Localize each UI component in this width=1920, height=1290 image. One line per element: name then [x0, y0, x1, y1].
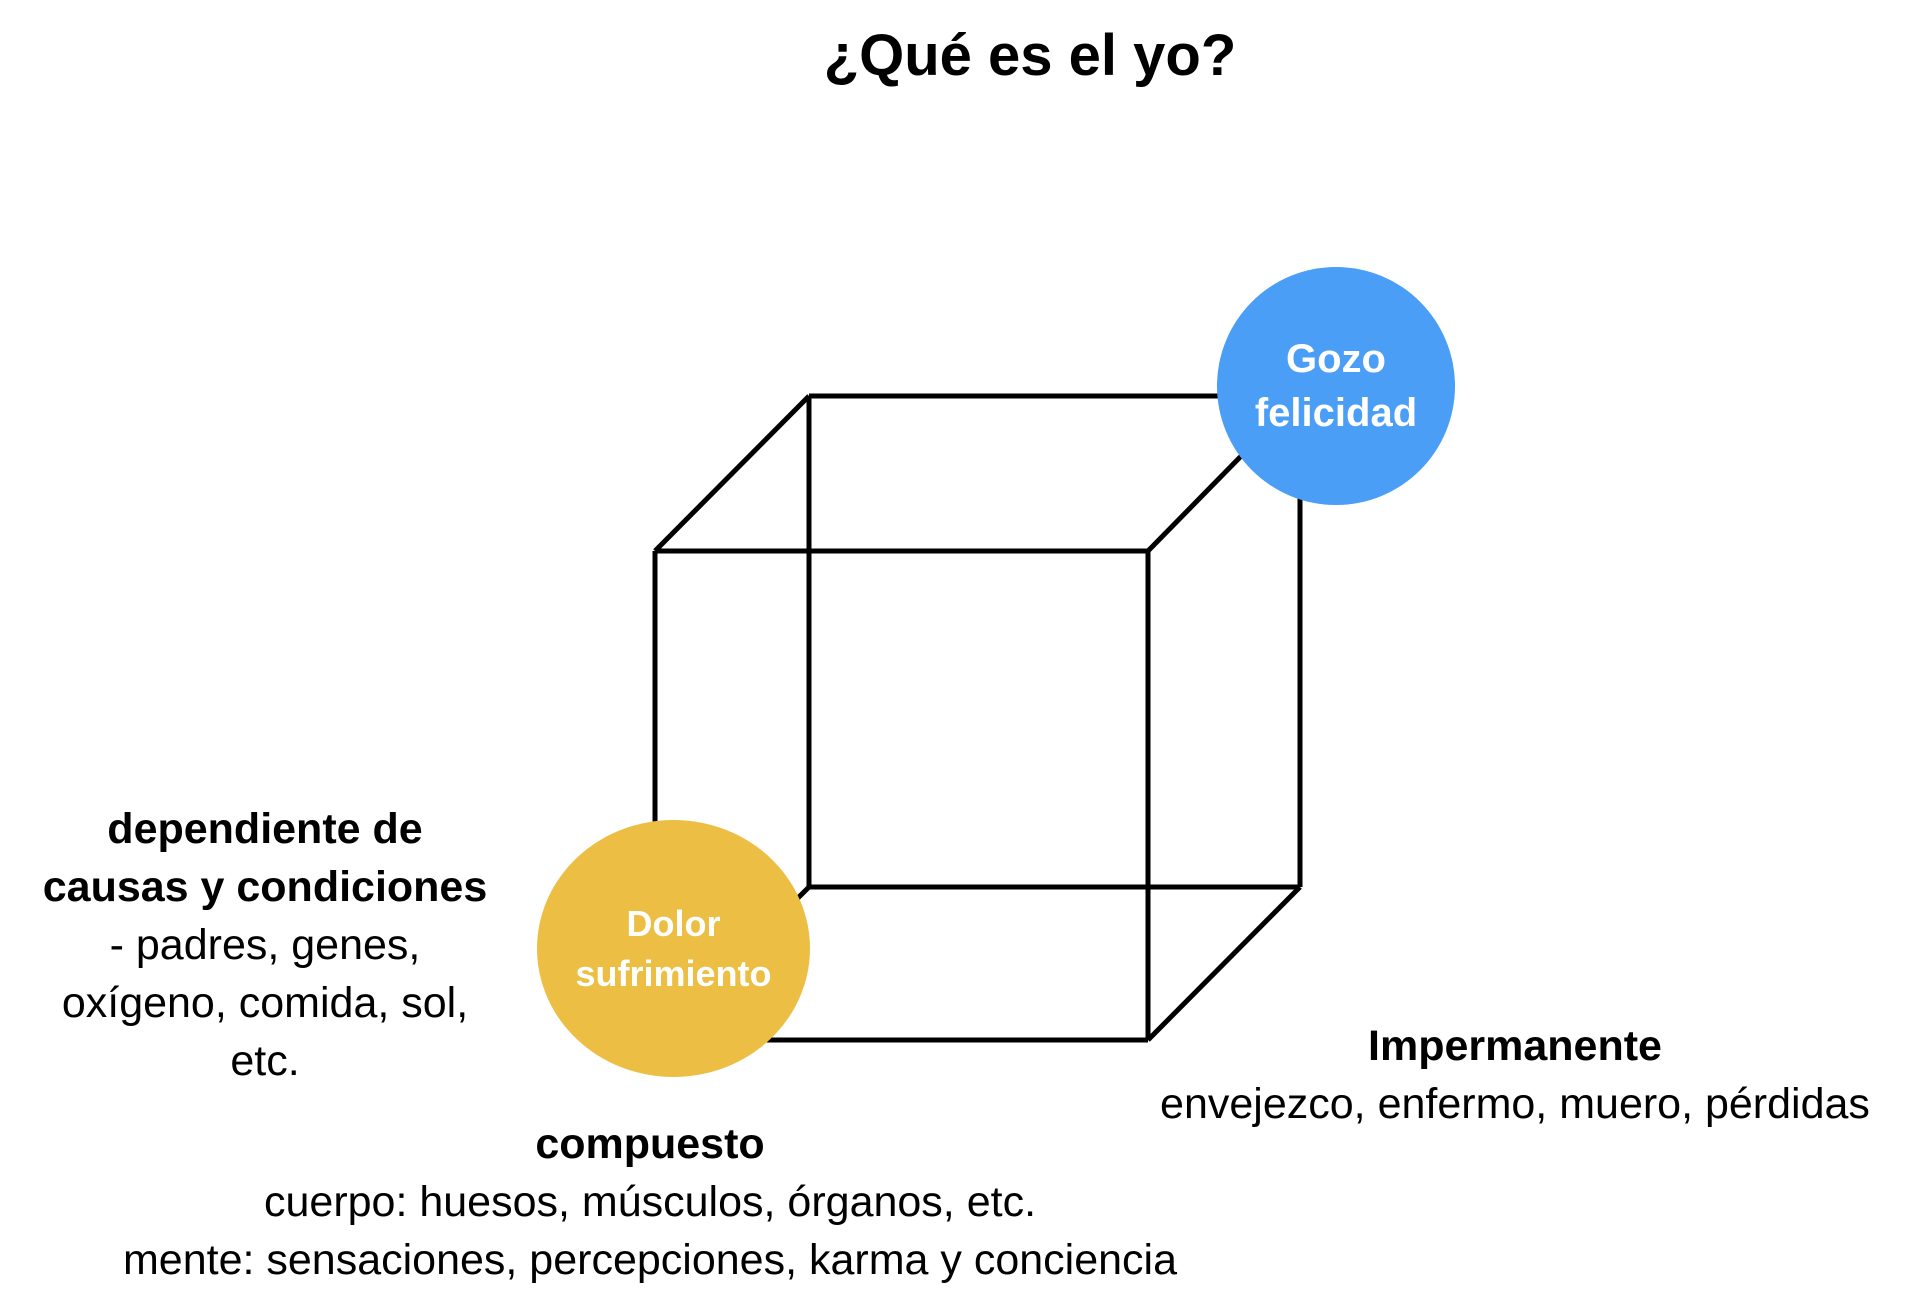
impermanent-detail-line1: envejezco, enfermo, muero, pérdidas [1160, 1080, 1870, 1128]
composite-detail-line2: mente: sensaciones, percepciones, karma … [122, 1236, 1178, 1284]
pain-circle-line2: sufrimiento [575, 952, 772, 994]
dependent-heading-line2: causas y condiciones [42, 863, 488, 911]
pain-circle: Dolor sufrimiento [537, 820, 810, 1077]
page-title: ¿Qué es el yo? [823, 23, 1237, 88]
impermanent-label: Impermanente envejezco, enfermo, muero, … [1110, 1017, 1920, 1133]
composite-label: compuesto cuerpo: huesos, músculos, órga… [40, 1115, 1260, 1289]
cube-connector-bottom-right [1146, 885, 1302, 1042]
dependent-heading-line1: dependiente de [107, 805, 423, 853]
dependent-detail-line2: oxígeno, comida, sol, [61, 979, 469, 1027]
dependent-detail-line3: etc. [230, 1037, 300, 1085]
dependent-detail-line1: - padres, genes, [109, 921, 421, 969]
dependent-label: dependiente de causas y condiciones - pa… [0, 800, 530, 1090]
pain-circle-line1: Dolor [626, 902, 721, 944]
joy-circle-line1: Gozo [1286, 337, 1386, 381]
composite-detail-line1: cuerpo: huesos, músculos, órganos, etc. [263, 1178, 1037, 1226]
composite-heading: compuesto [535, 1120, 765, 1168]
cube-connector-top-left [653, 394, 811, 553]
joy-circle: Gozo felicidad [1217, 267, 1455, 505]
joy-circle-line2: felicidad [1254, 391, 1418, 435]
impermanent-heading: Impermanente [1368, 1022, 1662, 1070]
